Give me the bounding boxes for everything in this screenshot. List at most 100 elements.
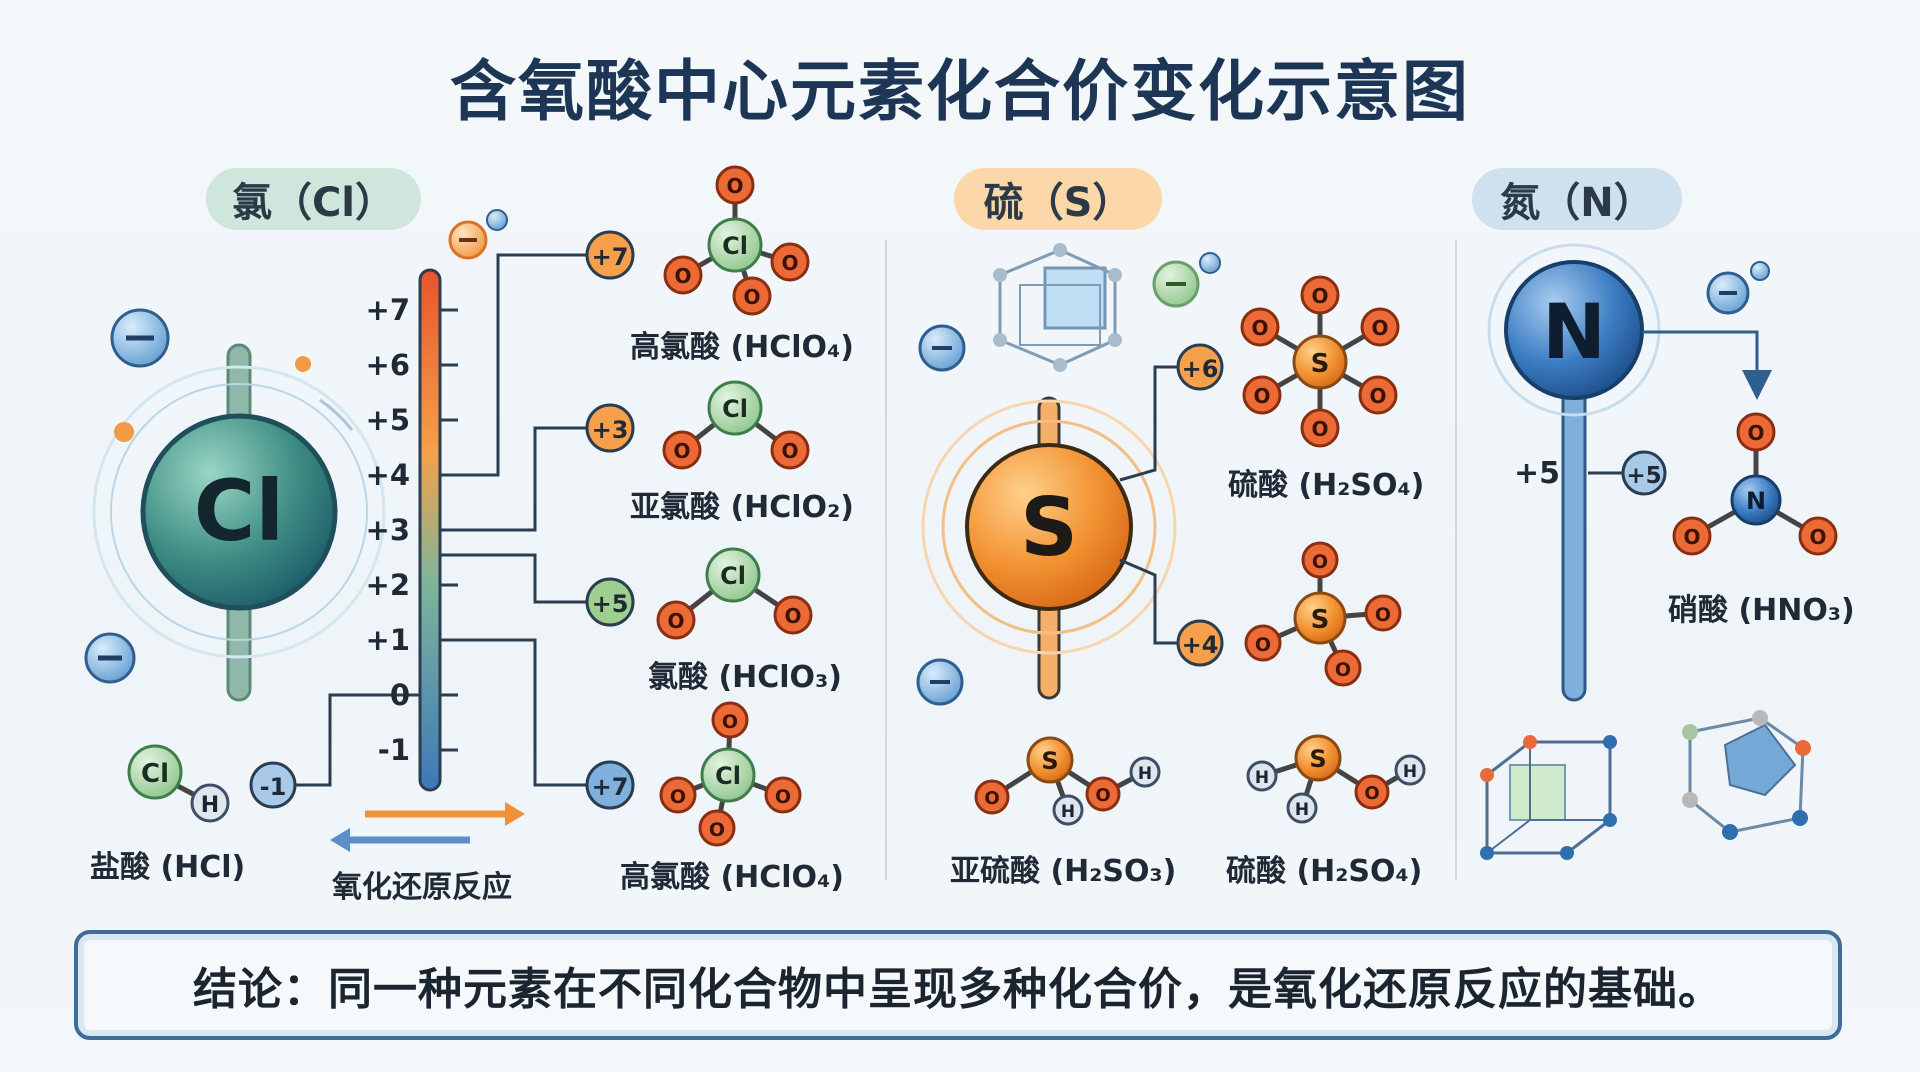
section-label-sulfur: 硫（S）	[954, 168, 1162, 230]
svg-text:H: H	[1295, 800, 1309, 820]
scale-tick-label: +1	[365, 623, 410, 657]
acid-label-hclo4-top: 高氯酸 (HClO₄)	[630, 330, 854, 365]
badge-s-p6: +6	[1176, 343, 1224, 391]
svg-text:O: O	[674, 264, 691, 288]
redox-label: 氧化还原反应	[332, 870, 512, 905]
svg-text:O: O	[670, 786, 686, 808]
svg-text:+4: +4	[1182, 631, 1219, 659]
acid-label-hno3: 硝酸 (HNO₃)	[1668, 593, 1855, 628]
sulfur-connectors	[1119, 365, 1180, 645]
acid-label-hcl: 盐酸 (HCl)	[90, 850, 246, 885]
h2so4-bottom-molecule: S H O H H	[1246, 734, 1426, 824]
sulfur-symbol: S	[1020, 481, 1078, 574]
scale-tick-label: +4	[365, 458, 410, 492]
svg-text:O: O	[1311, 284, 1328, 308]
svg-text:+7: +7	[592, 773, 629, 801]
h2so4-top-molecule: S O O O O O O	[1240, 275, 1400, 448]
sulfite-molecule: S O O O O	[1244, 541, 1402, 687]
acid-label-hclo4-bottom: 高氯酸 (HClO₄)	[620, 860, 844, 895]
acid-label-hclo3: 氯酸 (HClO₃)	[648, 660, 842, 695]
nitrogen-arrow-icon	[1642, 330, 1772, 400]
svg-text:O: O	[1311, 417, 1328, 441]
svg-text:H: H	[1061, 802, 1075, 822]
svg-text:O: O	[1335, 659, 1351, 681]
svg-text:H: H	[1255, 768, 1269, 788]
nitrogen-level-label: +5	[1514, 456, 1561, 491]
chlorine-core	[140, 413, 338, 611]
svg-text:O: O	[726, 174, 743, 198]
svg-text:O: O	[743, 285, 760, 309]
svg-text:+7: +7	[592, 243, 629, 271]
svg-text:O: O	[722, 711, 738, 733]
acid-label-h2so4-top: 硫酸 (H₂SO₄)	[1228, 468, 1425, 503]
crystal-cube-icon	[1480, 735, 1617, 860]
svg-text:O: O	[1747, 421, 1764, 445]
svg-text:-1: -1	[260, 773, 287, 801]
svg-text:O: O	[667, 609, 684, 633]
scale-tick-label: +6	[365, 348, 410, 382]
svg-text:Cl: Cl	[720, 562, 746, 590]
svg-text:O: O	[784, 604, 801, 628]
svg-text:O: O	[781, 439, 798, 463]
particle-icon	[114, 422, 134, 442]
svg-text:O: O	[1255, 634, 1271, 656]
svg-text:N: N	[1746, 487, 1766, 515]
nitrogen-atom-group: N	[1487, 243, 1661, 702]
scale-tick-label: +2	[365, 568, 410, 602]
scale-tick-label: +7	[365, 293, 410, 327]
badge-cl-p3: +3	[585, 403, 635, 453]
electron-icon	[1199, 252, 1221, 274]
svg-text:+6: +6	[1182, 355, 1219, 383]
svg-text:O: O	[1251, 316, 1268, 340]
svg-text:S: S	[1311, 605, 1330, 635]
sulfur-cube-icon	[993, 243, 1122, 372]
badge-cl-m1: -1	[249, 761, 297, 809]
conclusion-text: 结论：同一种元素在不同化合物中呈现多种化合价，是氧化还原反应的基础。	[193, 964, 1723, 1015]
nitrogen-symbol: N	[1542, 287, 1606, 376]
svg-text:S: S	[1311, 349, 1330, 379]
hclo4-bottom-molecule: Cl O O O O	[659, 701, 802, 847]
svg-text:O: O	[775, 786, 791, 808]
svg-text:Cl: Cl	[141, 759, 169, 789]
svg-text:O: O	[673, 439, 690, 463]
hcl-molecule: Cl H	[127, 744, 230, 823]
svg-text:Cl: Cl	[722, 395, 748, 423]
svg-text:O: O	[1312, 551, 1328, 573]
svg-text:S: S	[1309, 745, 1326, 773]
svg-text:H: H	[201, 793, 219, 818]
sulfur-core	[965, 443, 1133, 611]
svg-text:O: O	[1095, 785, 1110, 806]
scale-tick-label: +3	[365, 513, 410, 547]
svg-text:O: O	[1809, 525, 1826, 549]
redox-arrows-icon	[330, 802, 525, 852]
orbit-arrow-icon	[319, 398, 354, 431]
svg-text:O: O	[1371, 316, 1388, 340]
svg-text:Cl: Cl	[722, 232, 748, 260]
svg-text:H: H	[1138, 764, 1152, 784]
svg-text:+3: +3	[592, 416, 629, 444]
svg-text:O: O	[1369, 384, 1386, 408]
scale-tick-label: -1	[377, 733, 410, 767]
chlorine-atom-group: Cl	[84, 308, 386, 702]
svg-text:O: O	[1683, 525, 1700, 549]
badge-cl-p5: +5	[585, 577, 635, 627]
svg-text:O: O	[1364, 783, 1379, 804]
svg-text:+5: +5	[1626, 463, 1661, 489]
chlorine-symbol: Cl	[194, 462, 284, 560]
hclo2-molecule: Cl O O	[662, 380, 810, 470]
svg-text:Cl: Cl	[715, 762, 741, 790]
connector-lines	[270, 253, 590, 787]
electron-icon	[486, 209, 508, 231]
svg-text:S: S	[1041, 747, 1058, 775]
section-label-chlorine: 氯（Cl）	[206, 168, 421, 230]
conclusion-box: 结论：同一种元素在不同化合物中呈现多种化合价，是氧化还原反应的基础。	[74, 930, 1842, 1040]
svg-text:O: O	[709, 819, 725, 841]
badge-cl-p7-top: +7	[585, 230, 635, 280]
page-title: 含氧酸中心元素化合价变化示意图	[450, 53, 1470, 130]
badge-s-p4: +4	[1176, 619, 1224, 667]
svg-text:+5: +5	[592, 590, 629, 618]
acid-label-h2so3: 亚硫酸 (H₂SO₃)	[950, 854, 1177, 889]
acid-label-h2so4-bottom: 硫酸 (H₂SO₄)	[1226, 854, 1423, 889]
svg-text:O: O	[984, 788, 999, 809]
